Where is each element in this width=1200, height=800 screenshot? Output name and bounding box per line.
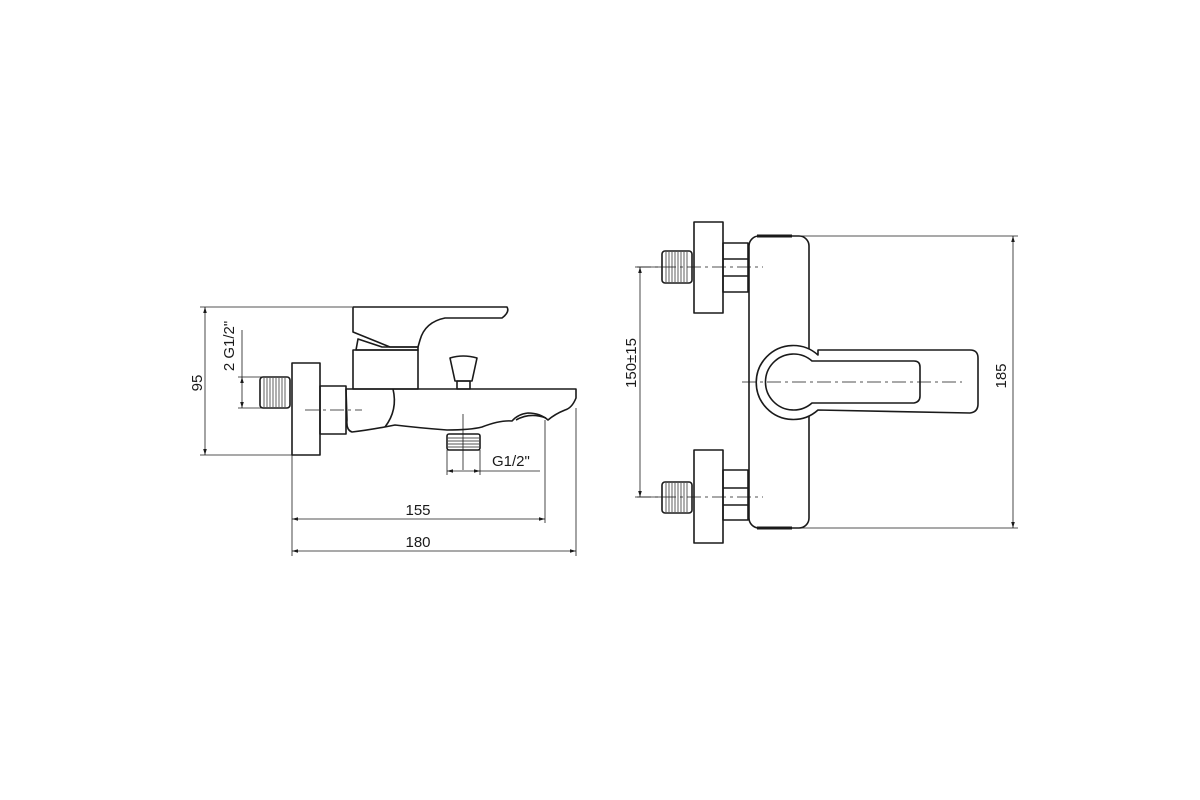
dimension-inlet-thread: 2 G1/2"	[221, 321, 262, 409]
dimension-inlet-spacing: 150±15	[623, 266, 662, 498]
lever-handle	[352, 306, 509, 348]
dim-label-95: 95	[189, 375, 206, 392]
front-view: 150±15 185	[623, 221, 1018, 544]
dim-label-150: 150±15	[623, 338, 640, 388]
lever-top-view	[742, 344, 979, 421]
dimension-width-185: 185	[800, 235, 1018, 529]
dimension-spout-155: 155	[291, 420, 546, 556]
top-inlet	[637, 221, 763, 314]
dimension-outlet-thread: G1/2"	[446, 450, 540, 475]
cartridge-housing	[352, 349, 419, 390]
outlet-thread	[446, 433, 481, 451]
dim-label-180: 180	[405, 534, 430, 551]
dim-label-inlet-thread: 2 G1/2"	[221, 321, 238, 371]
wall-flange	[291, 362, 321, 456]
inlet-thread	[259, 376, 291, 409]
dimension-height-95: 95	[189, 306, 352, 456]
side-view: 95 2 G1/2" G1/2" 155 180	[189, 306, 577, 556]
dim-label-155: 155	[405, 502, 430, 519]
dim-label-185: 185	[993, 363, 1010, 388]
dim-label-outlet-thread: G1/2"	[492, 453, 530, 470]
spout-body	[345, 388, 577, 433]
diverter-knob	[449, 355, 478, 390]
dimension-length-180: 180	[292, 408, 577, 556]
bottom-inlet	[637, 449, 763, 544]
